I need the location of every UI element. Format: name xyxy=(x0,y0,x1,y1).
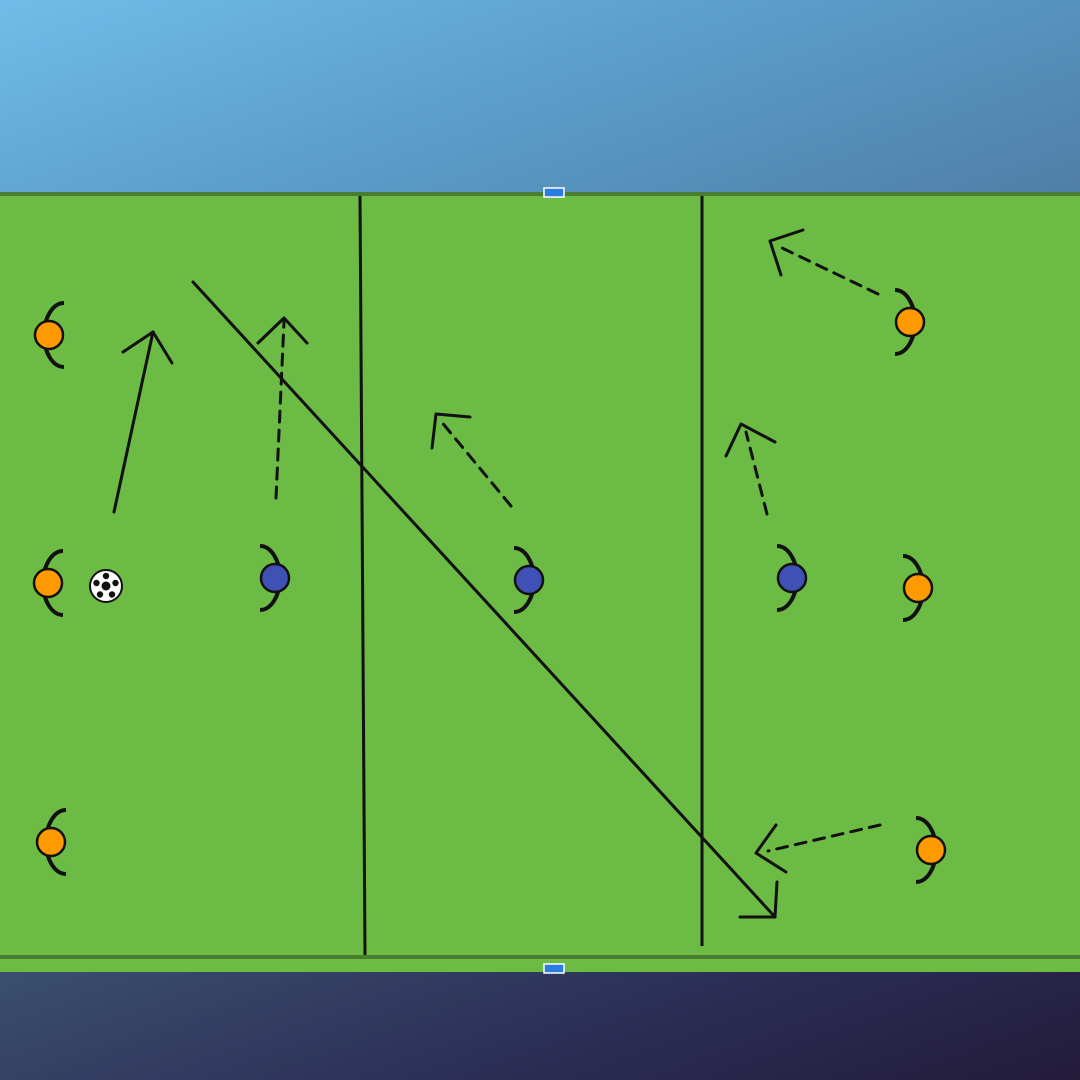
selection-handle-bottom[interactable] xyxy=(543,963,565,974)
player-body xyxy=(894,306,926,338)
run-arrow-left-defender xyxy=(256,316,309,500)
player-body xyxy=(776,562,808,594)
soccer-ball-icon xyxy=(89,569,123,603)
player-orange-right-top xyxy=(894,288,926,356)
zone-divider-left xyxy=(358,195,367,956)
player-body xyxy=(35,826,67,858)
player-orange-right-middle xyxy=(902,554,934,622)
player-body xyxy=(902,572,934,604)
player-blue-middle-zone xyxy=(513,546,545,614)
player-blue-right-zone xyxy=(776,544,808,612)
player-orange-left-bottom xyxy=(35,808,67,876)
diagonal-pass-arrow xyxy=(191,280,779,919)
run-arrow-right-top xyxy=(768,228,880,296)
player-orange-left-top xyxy=(33,301,65,369)
player-body xyxy=(259,562,291,594)
background-top xyxy=(0,0,1080,192)
player-blue-left-zone xyxy=(259,544,291,612)
ball-movement-arrow xyxy=(112,330,174,514)
player-body xyxy=(32,567,64,599)
player-body xyxy=(513,564,545,596)
player-orange-left-middle xyxy=(32,549,64,617)
run-arrow-right-bottom xyxy=(754,823,882,874)
player-body xyxy=(915,834,947,866)
background-bottom xyxy=(0,972,1080,1080)
player-body xyxy=(33,319,65,351)
selection-handle-top[interactable] xyxy=(543,187,565,198)
run-arrow-right-defender xyxy=(724,422,777,516)
run-arrow-middle-defender xyxy=(430,412,513,508)
player-orange-right-bottom xyxy=(915,816,947,884)
